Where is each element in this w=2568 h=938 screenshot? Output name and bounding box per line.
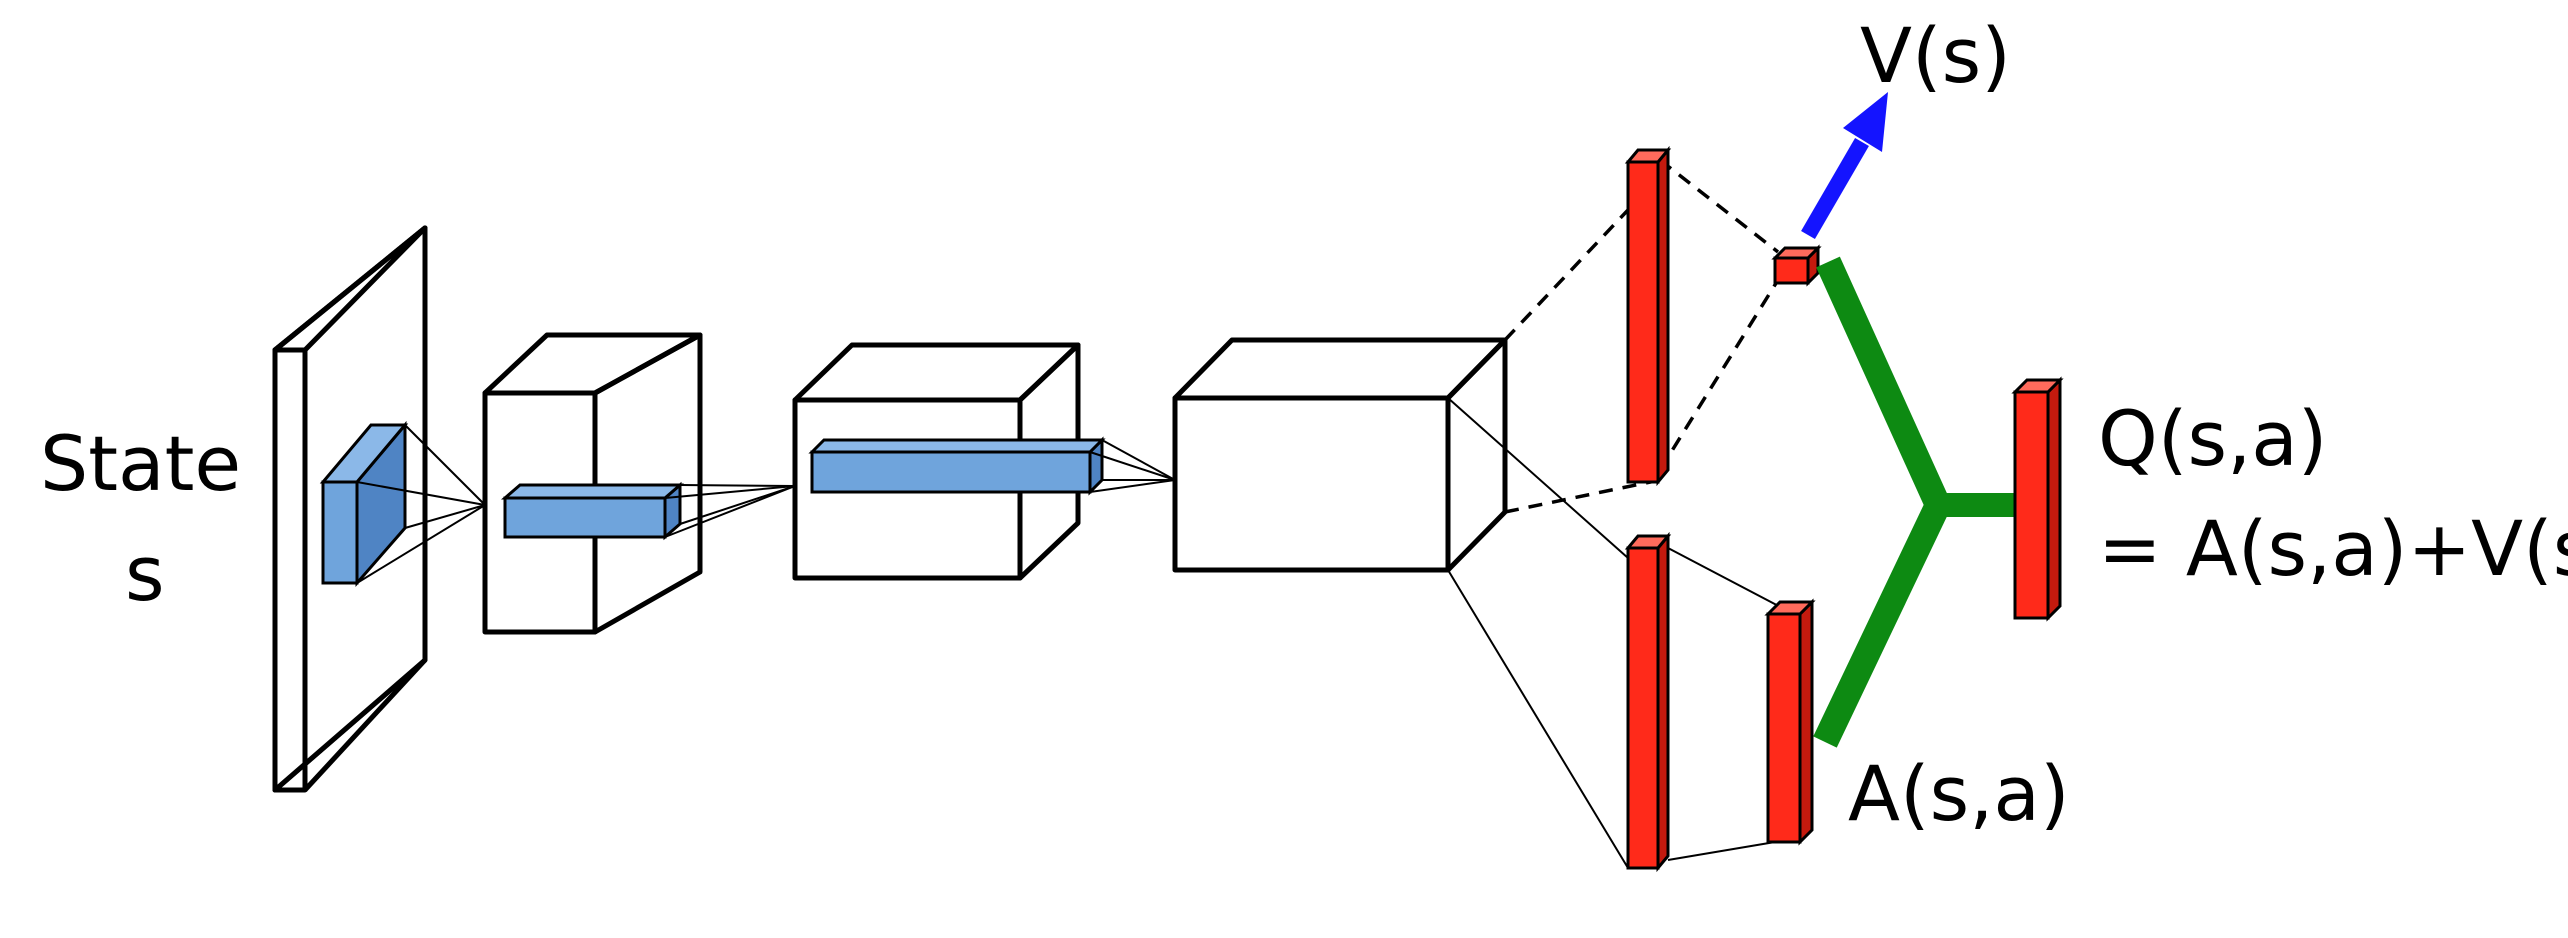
value-hidden-layer — [1624, 145, 1672, 487]
advantage-hidden-layer — [1624, 531, 1672, 873]
advantage-output-layer — [1764, 598, 1816, 846]
advantage-label: A(s,a) — [1848, 749, 2070, 838]
conv2-kernel — [808, 436, 1106, 496]
conv2-to-conv3-lines — [1089, 439, 1176, 493]
conv-layer-2 — [792, 342, 1081, 581]
conv-layer-1 — [482, 332, 703, 635]
state-label-line2: s — [125, 529, 165, 618]
aggregation-merge — [1813, 256, 2018, 748]
conv1-to-conv2-lines — [664, 484, 796, 538]
conv1-kernel — [500, 481, 685, 541]
q-label-line2: = A(s,a)+V(s) — [2098, 504, 2568, 593]
value-stream-dashed-lines — [1503, 158, 1780, 514]
value-label: V(s) — [1860, 11, 2011, 100]
state-label-line1: State — [40, 419, 241, 508]
conv-layer-3 — [1172, 337, 1508, 573]
q-output-layer — [2011, 376, 2064, 622]
q-label-line1: Q(s,a) — [2098, 394, 2327, 483]
kernel-to-conv1-lines — [356, 424, 486, 584]
value-output-unit — [1771, 244, 1822, 287]
value-arrow-icon — [1801, 92, 1888, 240]
advantage-stream-lines — [1447, 397, 1791, 869]
